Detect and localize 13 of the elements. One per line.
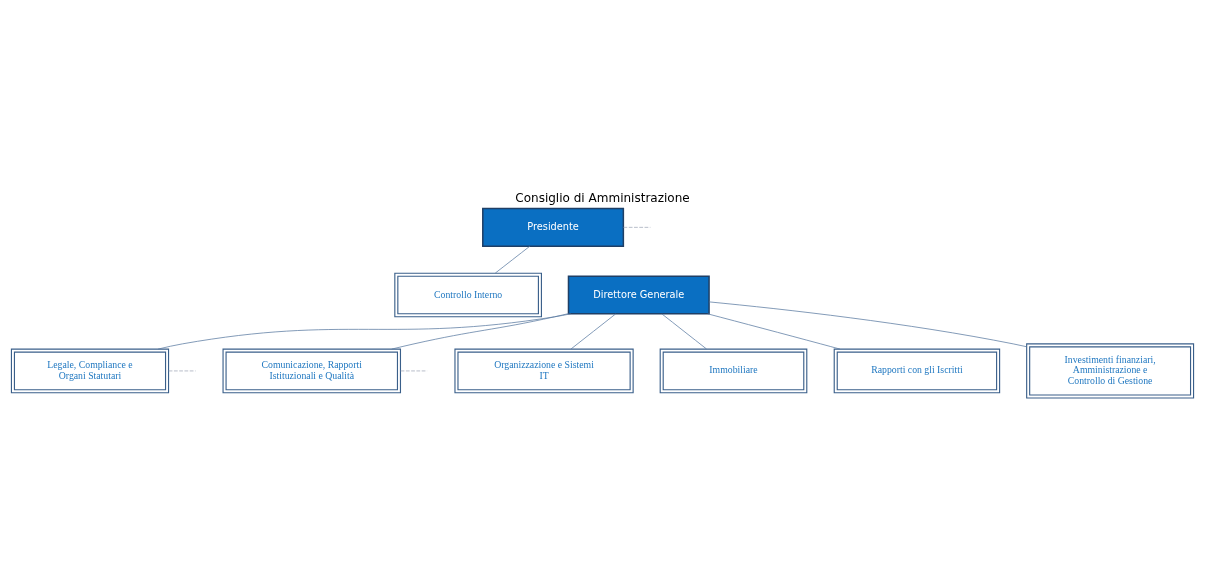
connector (400, 370, 428, 371)
connector (391, 312, 569, 349)
connector (708, 301, 1027, 347)
connector (570, 313, 616, 349)
node-box: Direttore Generale (567, 274, 710, 315)
diagram-title: Consiglio di Amministrazione (515, 190, 690, 205)
connector (707, 312, 841, 349)
connector (494, 245, 531, 274)
node-box: Presidente (482, 207, 625, 247)
connector (157, 312, 572, 349)
connector (168, 370, 196, 371)
connector (623, 226, 651, 228)
connector (661, 313, 707, 349)
